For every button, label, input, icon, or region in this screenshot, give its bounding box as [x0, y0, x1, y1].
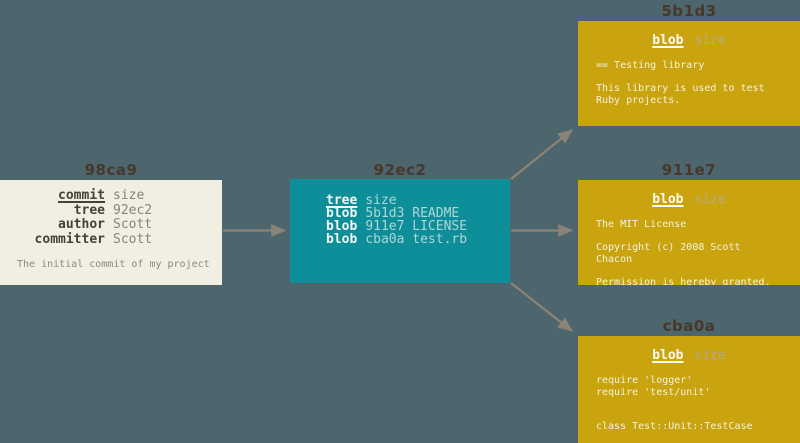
blob-header: blob size	[578, 21, 800, 48]
commit-row-type: commit size	[0, 188, 222, 204]
blob-keyword: blob	[652, 348, 684, 363]
commit-row-author: author Scott	[0, 217, 222, 233]
tree-entry-license: blob 911e7 LICENSE	[326, 220, 510, 233]
arrow-tree-to-blob-readme	[510, 129, 573, 180]
blob-size-label: size	[694, 192, 726, 207]
tree-keyword: tree	[326, 193, 358, 208]
commit-row-committer: committer Scott	[0, 231, 222, 248]
commit-object-box: commit size tree 92ec2 author Scott comm…	[0, 180, 222, 285]
commit-hash-label: 98ca9	[84, 161, 138, 179]
blob-key: blob	[326, 206, 358, 221]
blob-license-content: The MIT License Copyright (c) 2008 Scott…	[596, 219, 771, 285]
blob-header: blob size	[578, 336, 800, 363]
blob-header: blob size	[578, 180, 800, 207]
committer-key: committer	[34, 231, 105, 247]
blob-license-box: blob size The MIT License Copyright (c) …	[578, 180, 800, 285]
tree-entry-readme: blob 5b1d3 README	[326, 207, 510, 220]
tree-key: tree	[73, 202, 105, 218]
author-key: author	[58, 217, 105, 232]
author-value: Scott	[113, 217, 153, 232]
tree-hash-value: 92ec2	[113, 202, 153, 218]
blob-readme-content: == Testing library This library is used …	[596, 60, 765, 106]
commit-size-value: size	[113, 188, 145, 203]
blob-readme-ref: 5b1d3 README	[365, 206, 460, 221]
blob-testrb-content: require 'logger' require 'test/unit' cla…	[596, 375, 753, 432]
tree-hash-label: 92ec2	[373, 161, 427, 179]
blob-keyword: blob	[652, 33, 684, 48]
blob-testrb-hash-label: cba0a	[662, 317, 716, 335]
tree-entry-testrb: blob cba0a test.rb	[326, 233, 510, 246]
blob-readme-hash-label: 5b1d3	[661, 2, 717, 20]
blob-key: blob	[326, 232, 358, 247]
tree-size-value: size	[365, 193, 397, 208]
blob-testrb-ref: cba0a test.rb	[365, 232, 468, 247]
blob-keyword: blob	[652, 192, 684, 207]
commit-keyword: commit	[58, 188, 105, 203]
commit-row-tree: tree 92ec2	[0, 202, 222, 219]
blob-license-ref: 911e7 LICENSE	[365, 219, 468, 234]
blob-size-label: size	[694, 348, 726, 363]
arrow-tree-to-blob-testrb	[510, 282, 573, 332]
tree-object-box: tree size blob 5b1d3 README blob 911e7 L…	[290, 179, 510, 283]
blob-readme-box: blob size == Testing library This librar…	[578, 21, 800, 126]
blob-license-hash-label: 911e7	[661, 161, 717, 179]
blob-key: blob	[326, 219, 358, 234]
commit-message: The initial commit of my project	[17, 259, 210, 270]
blob-size-label: size	[694, 33, 726, 48]
blob-testrb-box: blob size require 'logger' require 'test…	[578, 336, 800, 443]
tree-row-type: tree size	[326, 194, 510, 207]
committer-value: Scott	[113, 231, 153, 247]
